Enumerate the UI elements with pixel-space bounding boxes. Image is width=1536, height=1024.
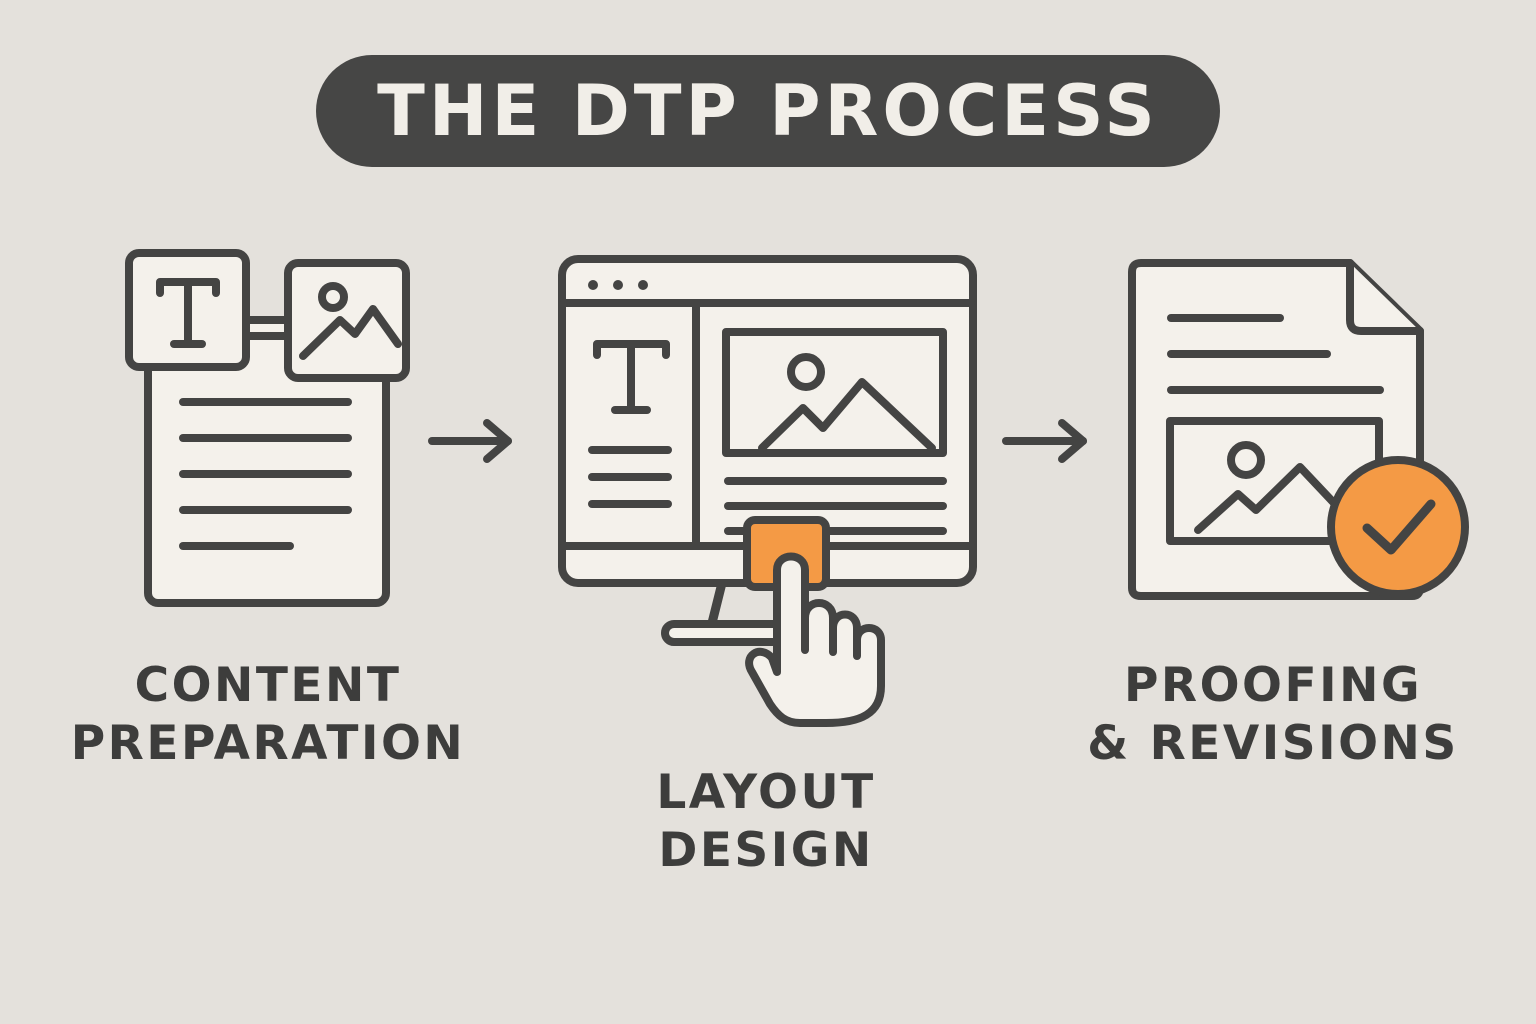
step-label-proofing-revisions: PROOFING & REVISIONS <box>1073 657 1473 773</box>
text-block-icon <box>593 340 670 414</box>
arrow-right-icon <box>428 419 512 463</box>
document-with-text-and-image-icon <box>125 249 410 607</box>
step-label-content-preparation: CONTENT PREPARATION <box>58 657 478 773</box>
step-label-line-1: PROOFING <box>1123 658 1423 713</box>
step-label-line-2: & REVISIONS <box>1087 716 1459 771</box>
step-label-layout-design: LAYOUT DESIGN <box>566 764 966 880</box>
step-label-line-1: LAYOUT <box>656 765 876 820</box>
page-title: THE DTP PROCESS <box>377 70 1159 152</box>
arrow-right-icon <box>1002 419 1087 463</box>
image-block-icon <box>284 259 410 382</box>
monitor-layout-with-hand-icon <box>558 255 977 727</box>
image-placeholder-icon <box>722 328 947 457</box>
text-block-icon <box>125 249 250 371</box>
title-banner: THE DTP PROCESS <box>316 55 1220 167</box>
window-dots-icon <box>588 280 648 290</box>
step-label-line-1: CONTENT <box>134 658 402 713</box>
checkmark-badge-icon <box>1327 456 1469 598</box>
step-label-line-2: DESIGN <box>658 823 874 878</box>
pointing-hand-icon <box>745 552 885 727</box>
approved-document-icon <box>1128 259 1469 600</box>
step-label-line-2: PREPARATION <box>70 716 466 771</box>
